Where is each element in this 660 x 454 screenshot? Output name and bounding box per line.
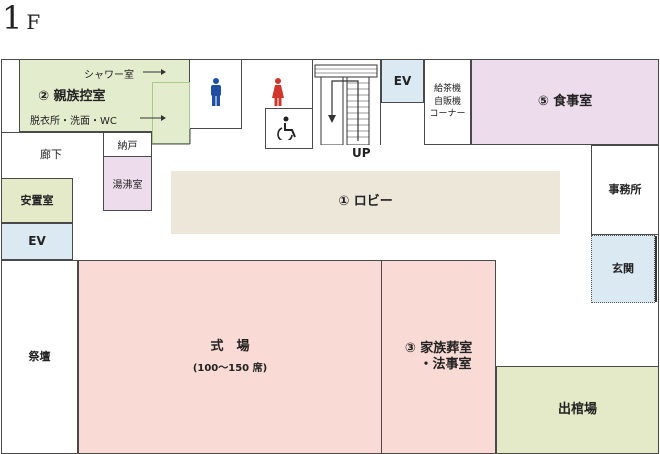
hall-capacity: (100〜150 席) xyxy=(192,362,268,374)
stair-well xyxy=(313,59,381,145)
vending-label-1: 給茶機 xyxy=(433,84,461,95)
ev-top: EV xyxy=(381,59,424,103)
accessible-restroom xyxy=(265,108,313,149)
entrance: 玄関 xyxy=(591,235,655,303)
female-restroom-icon xyxy=(272,78,284,106)
family-funeral-label-1: ③ 家族葬室 xyxy=(404,340,473,356)
coffin-departure-area: 出棺場 xyxy=(496,366,659,454)
altar-label: 祭壇 xyxy=(28,350,51,364)
rest-room: 安置室 xyxy=(1,178,73,223)
stairs-up-label: UP xyxy=(352,146,371,160)
lobby-label: ① ロビー xyxy=(338,194,393,210)
corridor-label: 廊下 xyxy=(40,148,62,161)
shower-label: シャワー室 xyxy=(84,70,134,81)
male-restroom-icon xyxy=(211,78,221,106)
rest-label: 安置室 xyxy=(20,193,54,207)
corridor-wall-top xyxy=(1,132,103,133)
storage-room: 納戸 xyxy=(103,132,152,157)
dining-label: ⑤ 食事室 xyxy=(537,93,593,109)
floor-suffix: F xyxy=(26,10,41,34)
stairs-icon xyxy=(314,64,378,145)
entrance-label: 玄関 xyxy=(612,262,634,276)
kettle-room: 湯沸室 xyxy=(103,156,152,211)
floor-number: 1 xyxy=(2,0,23,37)
family-waiting-right-strip xyxy=(152,82,190,144)
family-waiting-label: ② 親族控室 xyxy=(38,89,106,104)
coffin-label: 出棺場 xyxy=(557,401,597,417)
ev-left: EV xyxy=(1,223,73,260)
hall-label: 式 場 xyxy=(210,338,250,354)
vending-label-2: 自販機 xyxy=(433,96,461,107)
family-funeral-room: ③ 家族葬室 ・法事室 xyxy=(381,260,496,454)
lobby-area: ① ロビー xyxy=(171,171,560,234)
vending-label-3: コーナー xyxy=(429,109,466,120)
dressing-label: 脱衣所・洗面・WC xyxy=(30,116,117,127)
wheelchair-icon xyxy=(277,116,296,140)
ev-top-label: EV xyxy=(393,73,412,88)
ceremony-hall: 式 場 (100〜150 席) xyxy=(78,260,382,454)
office-room: 事務所 xyxy=(591,145,659,235)
kettle-label: 湯沸室 xyxy=(112,180,143,191)
dining-room: ⑤ 食事室 xyxy=(471,59,659,145)
entrance-door-line xyxy=(655,236,657,302)
family-funeral-label-2: ・法事室 xyxy=(419,357,472,372)
restroom-block xyxy=(190,59,242,129)
restroom-block-2 xyxy=(242,59,313,129)
ev-left-label: EV xyxy=(28,234,46,248)
altar-room: 祭壇 xyxy=(1,260,78,454)
vending-corner: 給茶機 自販機 コーナー xyxy=(424,59,471,145)
office-label: 事務所 xyxy=(608,183,642,197)
storage-label: 納戸 xyxy=(117,141,138,152)
